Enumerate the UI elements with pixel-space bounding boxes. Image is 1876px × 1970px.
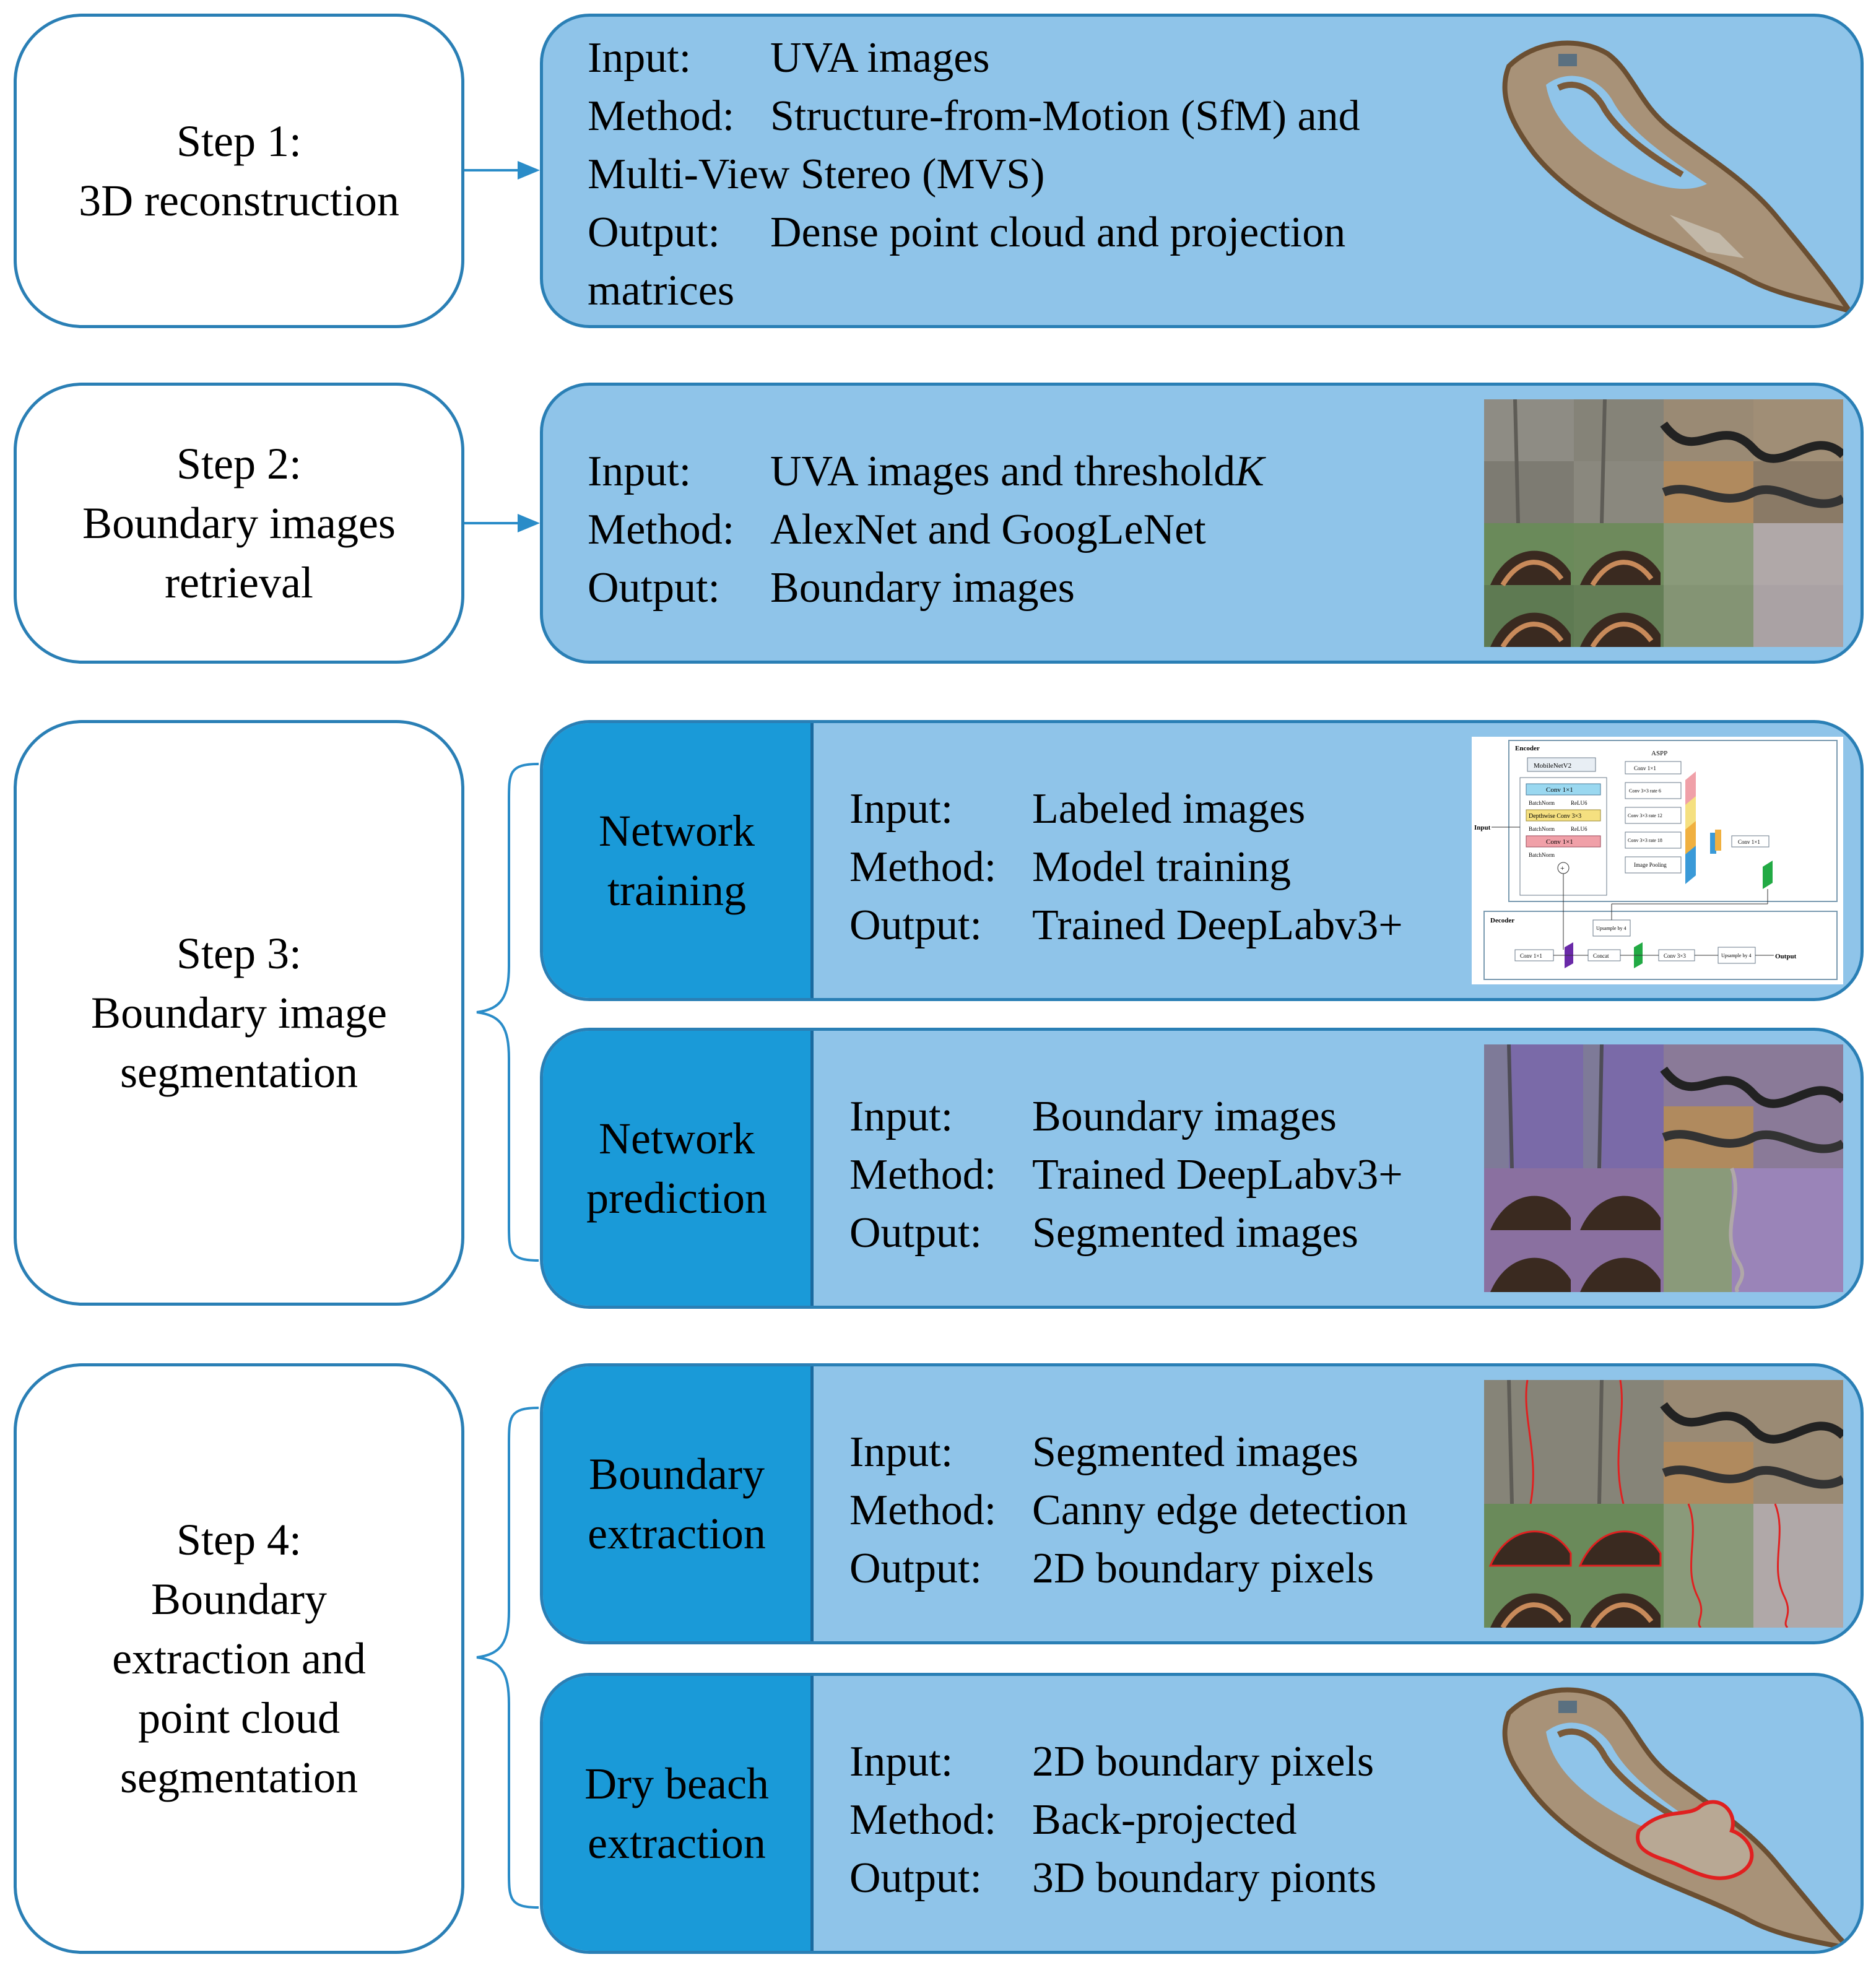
svg-text:+: + (1560, 864, 1565, 872)
output-row: Output:Trained DeepLabv3+ (849, 901, 1403, 949)
svg-text:Conv 1×1: Conv 1×1 (1520, 953, 1542, 959)
panel-3d-reconstruction: Input:UVA images Method:Structure-from-M… (540, 14, 1864, 328)
step-4-label: Step 4: Boundary extraction and point cl… (112, 1515, 366, 1802)
panel-dry-beach-extraction: Dry beach extraction Input:2D boundary p… (540, 1673, 1864, 1954)
output-row: Output:Boundary images (588, 564, 1075, 612)
svg-text:Image Pooling: Image Pooling (1634, 862, 1667, 868)
step-2-label: Step 2: Boundary images retrieval (82, 439, 396, 607)
svg-text:Depthwise Conv 3×3: Depthwise Conv 3×3 (1529, 813, 1581, 820)
input-row: Input:Boundary images (849, 1093, 1337, 1140)
svg-text:Upsample by 4: Upsample by 4 (1596, 926, 1626, 931)
panel-3b-info: Input:Boundary images Method:Trained Dee… (849, 1088, 1403, 1262)
boundary-images-grid (1484, 399, 1843, 647)
output-row: Output:2D boundary pixels (849, 1545, 1374, 1592)
brace-step-3 (476, 763, 539, 1262)
step-3-box: Step 3: Boundary image segmentation (14, 720, 464, 1306)
svg-text:Conv 3×3: Conv 3×3 (1664, 953, 1686, 959)
step-4-box: Step 4: Boundary extraction and point cl… (14, 1363, 464, 1954)
panel-boundary-retrieval: Input:UVA images and threshold K Method:… (540, 383, 1864, 664)
panel-4b-info: Input:2D boundary pixels Method:Back-pro… (849, 1733, 1376, 1907)
method-row: Method:Back-projected (849, 1796, 1297, 1844)
input-row: Input:UVA images and threshold K (588, 448, 1264, 495)
svg-text:Conv 3×3 rate 12: Conv 3×3 rate 12 (1628, 813, 1662, 818)
svg-text:Conv 1×1: Conv 1×1 (1738, 839, 1760, 845)
output-label: Output (1775, 953, 1797, 960)
svg-text:Conv 3×3 rate 6: Conv 3×3 rate 6 (1629, 788, 1661, 794)
svg-text:Conv 1×1: Conv 1×1 (1546, 838, 1573, 846)
aspp-label: ASPP (1651, 750, 1667, 757)
method-row: Method:AlexNet and GoogLeNet (588, 506, 1206, 553)
step-1-label: Step 1: 3D reconstruction (79, 116, 399, 225)
svg-text:ReLU6: ReLU6 (1571, 800, 1587, 806)
method-row: Method:Canny edge detection (849, 1486, 1408, 1534)
svg-text:BatchNorm: BatchNorm (1529, 852, 1555, 858)
boundary-pixels-grid (1484, 1380, 1843, 1628)
method-row-cont: Multi-View Stereo (MVS) (588, 150, 1045, 198)
panel-2-info: Input:UVA images and threshold K Method:… (588, 443, 1264, 617)
output-row: Output:3D boundary pionts (849, 1854, 1377, 1902)
arrow-step-1 (464, 161, 540, 180)
svg-text:Upsample by 4: Upsample by 4 (1721, 953, 1751, 958)
backbone-label: MobileNetV2 (1534, 762, 1571, 770)
segmented-images-grid (1484, 1044, 1843, 1292)
network-prediction-tag: Network prediction (543, 1031, 814, 1306)
input-row: Input:2D boundary pixels (849, 1738, 1374, 1786)
method-row: Method:Trained DeepLabv3+ (849, 1151, 1403, 1199)
svg-text:Conv 1×1: Conv 1×1 (1634, 765, 1656, 771)
step-2-box: Step 2: Boundary images retrieval (14, 383, 464, 664)
output-row: Output:Segmented images (849, 1209, 1358, 1257)
point-cloud-map-image (1502, 40, 1856, 316)
svg-text:Conv 1×1: Conv 1×1 (1546, 786, 1573, 794)
3d-boundary-points-map (1502, 1687, 1856, 1951)
input-row: Input:Segmented images (849, 1428, 1358, 1476)
step-3-label: Step 3: Boundary image segmentation (91, 929, 387, 1097)
output-row: Output:Dense point cloud and projection (588, 209, 1346, 256)
output-row-cont: matrices (588, 267, 735, 315)
method-row: Method:Structure-from-Motion (SfM) and (588, 92, 1360, 140)
input-row: Input:Labeled images (849, 785, 1306, 833)
panel-boundary-extraction: Boundary extraction Input:Segmented imag… (540, 1363, 1864, 1644)
svg-text:ReLU6: ReLU6 (1571, 826, 1587, 832)
panel-network-training: Network training Input:Labeled images Me… (540, 720, 1864, 1001)
input-label: Input (1474, 824, 1491, 831)
brace-step-4 (476, 1407, 539, 1909)
panel-3a-info: Input:Labeled images Method:Model traini… (849, 780, 1403, 955)
dry-beach-extraction-tag: Dry beach extraction (543, 1676, 814, 1951)
step-1-box: Step 1: 3D reconstruction (14, 14, 464, 328)
method-row: Method:Model training (849, 843, 1291, 891)
panel-network-prediction: Network prediction Input:Boundary images… (540, 1028, 1864, 1309)
svg-text:Concat: Concat (1593, 953, 1609, 959)
decoder-label: Decoder (1490, 917, 1514, 924)
encoder-label: Encoder (1515, 745, 1540, 752)
boundary-extraction-tag: Boundary extraction (543, 1366, 814, 1641)
network-training-tag: Network training (543, 723, 814, 998)
svg-text:BatchNorm: BatchNorm (1529, 800, 1555, 806)
input-row: Input:UVA images (588, 34, 990, 82)
deeplabv3-architecture-diagram: Encoder ASPP MobileNetV2 Conv 1×1 BatchN… (1472, 737, 1843, 984)
svg-text:Conv 3×3 rate 18: Conv 3×3 rate 18 (1628, 838, 1662, 843)
arrow-step-2 (464, 514, 540, 532)
panel-1-info: Input:UVA images Method:Structure-from-M… (588, 29, 1360, 320)
panel-4a-info: Input:Segmented images Method:Canny edge… (849, 1423, 1407, 1598)
svg-text:BatchNorm: BatchNorm (1529, 826, 1555, 832)
